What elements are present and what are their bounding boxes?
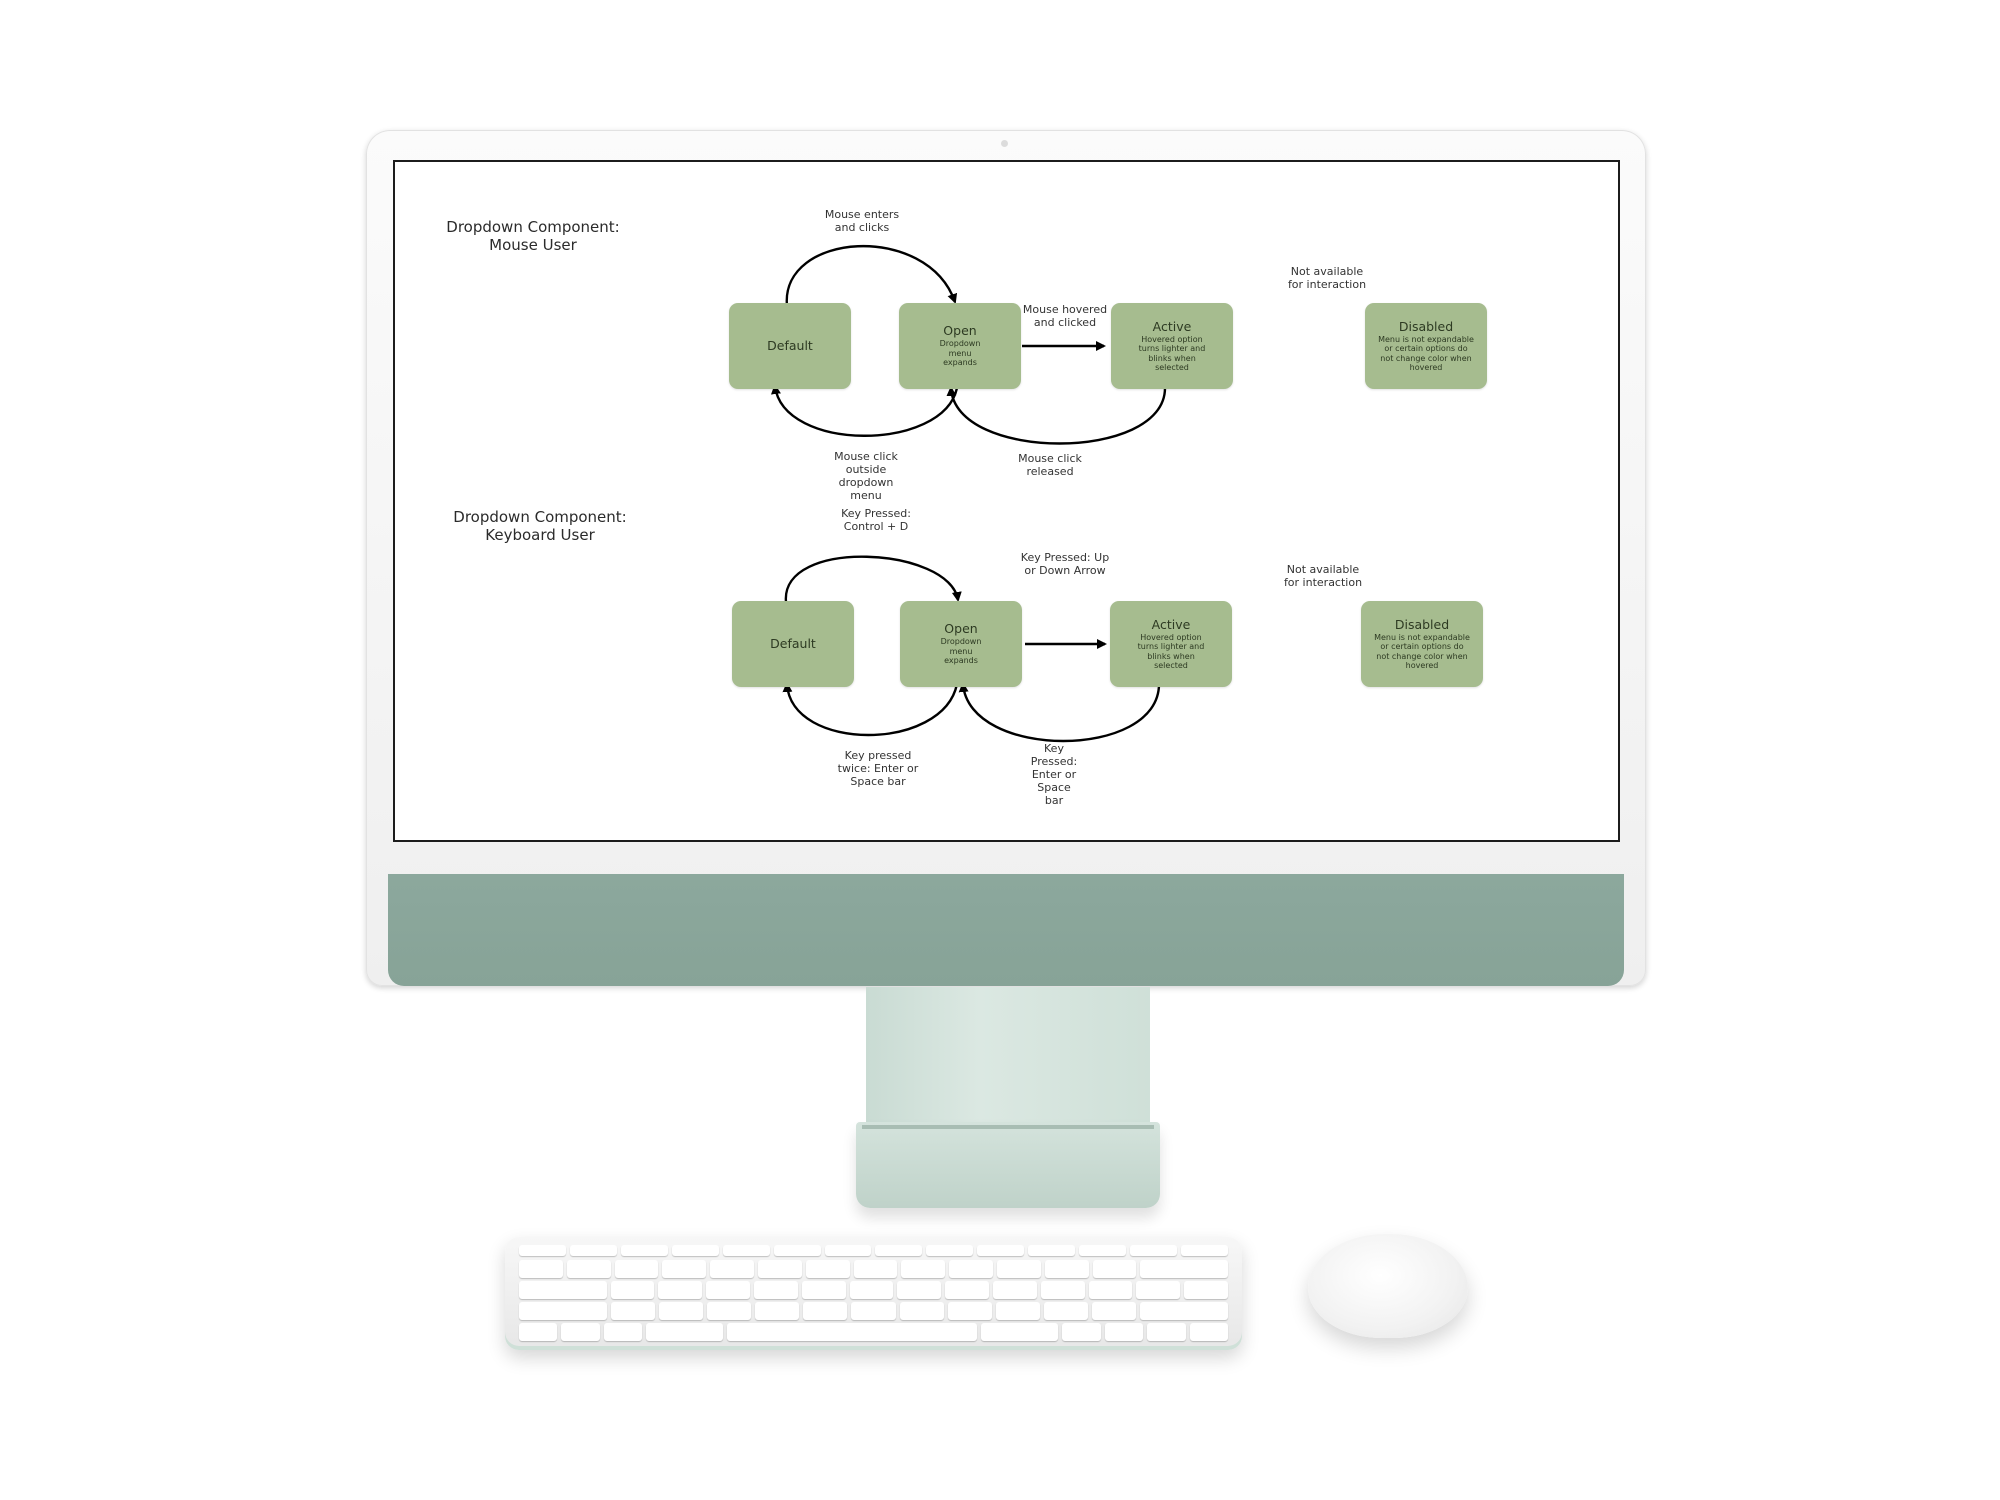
keyboard-home-row: [519, 1302, 1228, 1320]
monitor-chin: [388, 874, 1624, 986]
keyboard-function-row: [519, 1245, 1228, 1256]
keyboard-label-active-open: Key Pressed: Enter or Space bar: [1030, 742, 1078, 807]
keyboard-label-disabled-note: Not available for interaction: [1283, 563, 1363, 589]
state-description: Hovered option turns lighter and blinks …: [1137, 632, 1205, 671]
keyboard-label-open-active: Key Pressed: Up or Down Arrow: [1020, 551, 1110, 577]
mouse: [1308, 1234, 1468, 1338]
state-name: Active: [1151, 616, 1191, 632]
stand-hinge: [862, 1125, 1154, 1129]
keyboard-arrow-open-default: [782, 682, 959, 737]
mouse-state-disabled: Disabled Menu is not expandable or certa…: [1365, 303, 1487, 389]
state-description: Menu is not expandable or certain option…: [1378, 334, 1474, 373]
keyboard-label-default-open: Key Pressed: Control + D: [841, 507, 911, 533]
state-name: Open: [943, 323, 977, 339]
monitor-stand: [866, 987, 1150, 1127]
keyboard-number-row: [519, 1260, 1228, 1278]
state-name: Default: [770, 636, 816, 651]
keyboard-bottom-row: [519, 1323, 1228, 1341]
monitor-stand-foot: [856, 1122, 1160, 1208]
mouse-label-open-default: Mouse click outside dropdown menu: [834, 450, 898, 502]
state-description: Dropdown menu expands: [939, 339, 981, 368]
keyboard-section-title: Dropdown Component: Keyboard User: [453, 508, 627, 544]
keyboard-state-open: Open Dropdown menu expands: [900, 601, 1022, 687]
state-name: Disabled: [1398, 318, 1454, 334]
keyboard-state-active: Active Hovered option turns lighter and …: [1110, 601, 1232, 687]
keyboard-arrow-default-open: [784, 555, 962, 603]
state-name: Default: [767, 338, 813, 353]
state-description: Menu is not expandable or certain option…: [1374, 632, 1470, 671]
state-description: Dropdown menu expands: [940, 637, 982, 666]
mouse-label-open-active: Mouse hovered and clicked: [1022, 303, 1108, 329]
camera: [1001, 140, 1008, 147]
mouse-section-title: Dropdown Component: Mouse User: [446, 218, 620, 254]
mouse-arrow-active-open: [946, 386, 1167, 445]
mouse-arrow-open-default: [771, 384, 959, 437]
mouse-label-disabled-note: Not available for interaction: [1287, 265, 1367, 291]
mouse-arrow-default-open: [785, 245, 958, 307]
mouse-state-active: Active Hovered option turns lighter and …: [1111, 303, 1233, 389]
keyboard-label-open-default: Key pressed twice: Enter or Space bar: [837, 749, 919, 788]
mouse-state-default: Default: [729, 303, 851, 389]
screen: Dropdown Component: Mouse User Mouse ent…: [393, 160, 1620, 842]
mouse-state-open: Open Dropdown menu expands: [899, 303, 1021, 389]
keyboard: [505, 1237, 1242, 1350]
keyboard-state-disabled: Disabled Menu is not expandable or certa…: [1361, 601, 1483, 687]
state-description: Hovered option turns lighter and blinks …: [1138, 334, 1206, 373]
keyboard-state-default: Default: [732, 601, 854, 687]
transition-arrows: [771, 245, 1167, 743]
mouse-label-active-open: Mouse click released: [1018, 452, 1082, 478]
keyboard-arrow-active-open: [958, 682, 1161, 743]
keyboard-top-row: [519, 1281, 1228, 1299]
mouse-label-default-open: Mouse enters and clicks: [824, 208, 900, 234]
state-name: Disabled: [1394, 616, 1450, 632]
state-name: Open: [944, 621, 978, 637]
state-name: Active: [1152, 318, 1192, 334]
